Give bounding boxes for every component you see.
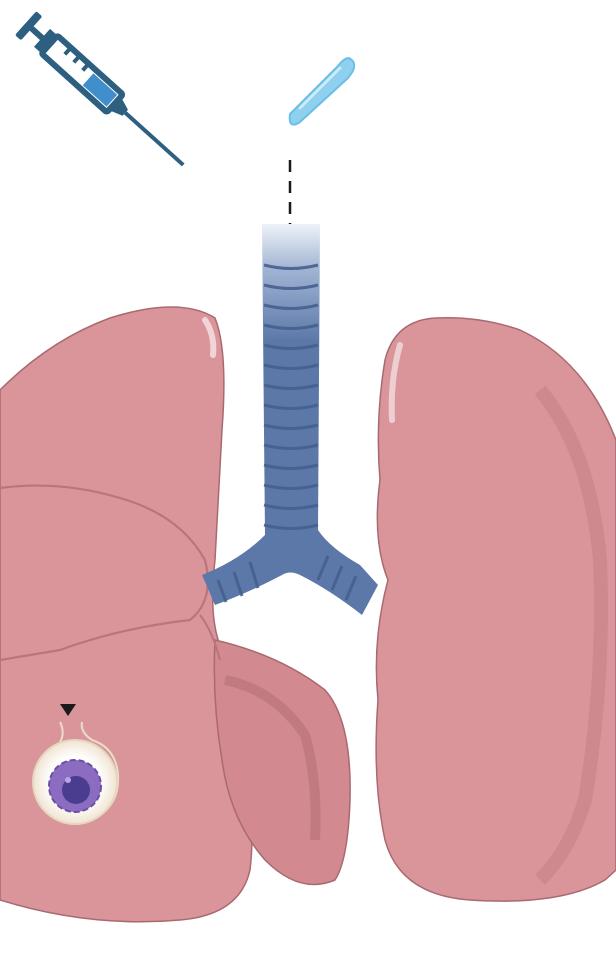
- trachea: [202, 224, 378, 615]
- droplet-icon: [290, 58, 355, 125]
- syringe-icon: [15, 11, 194, 177]
- lung-right: [376, 318, 616, 901]
